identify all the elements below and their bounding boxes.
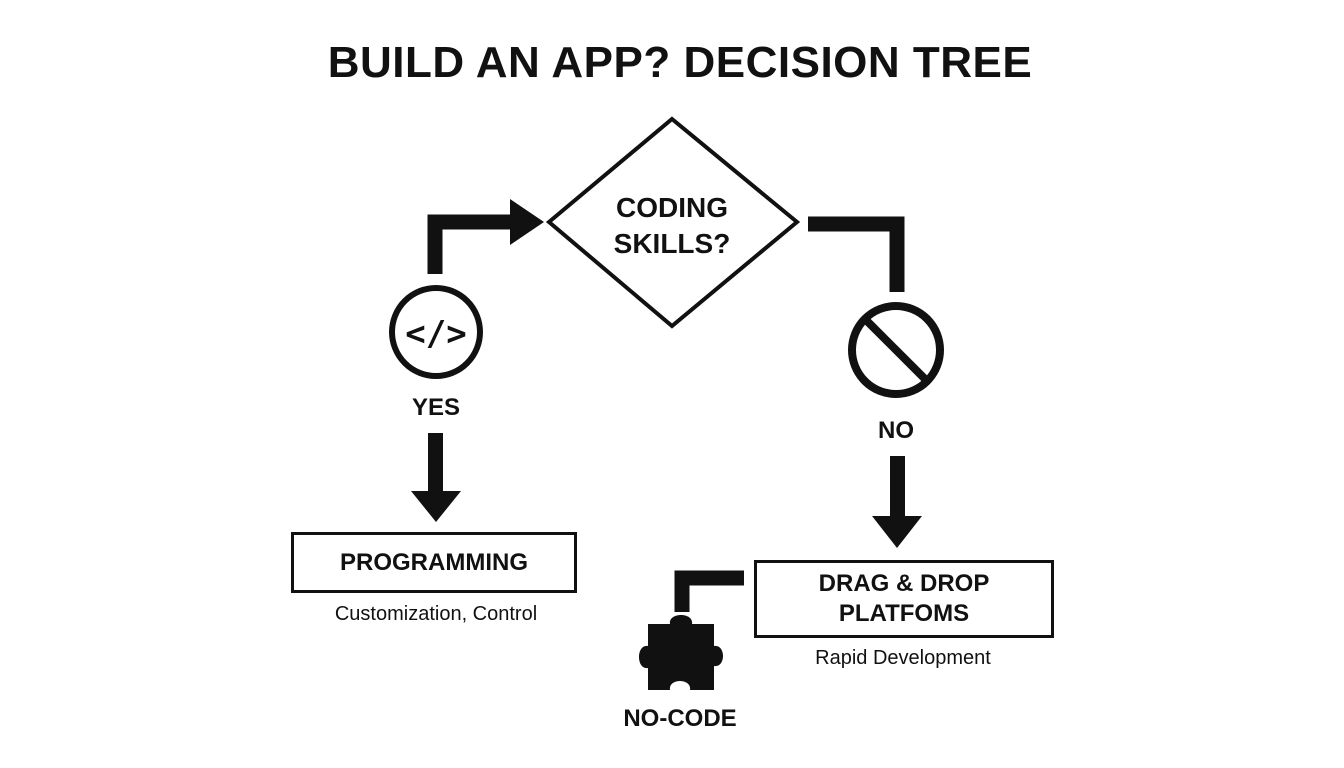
diagram-title: BUILD AN APP? DECISION TREE [327,38,1033,87]
code-brackets-icon: </> [389,285,483,379]
decision-label-line1: CODING [616,192,728,223]
svg-text:</>: </> [405,314,466,354]
no-code-connector [674,570,744,612]
yes-label: YES [411,394,461,421]
decision-label: CODING SKILLS? [572,190,772,262]
prohibited-icon [848,302,944,398]
puzzle-piece-icon [639,615,723,690]
no-label: NO [878,417,914,444]
no-connector [808,216,905,292]
no-code-label: NO-CODE [623,705,737,732]
programming-box-label: PROGRAMMING [340,548,528,576]
no-arrowhead-down [872,516,922,548]
drag-drop-box-line1: DRAG & DROP [818,570,990,597]
decision-label-line2: SKILLS? [613,228,731,259]
drag-drop-subtitle: Rapid Development [815,647,991,669]
programming-subtitle: Customization, Control [334,603,538,625]
yes-arrowhead-right [510,199,544,245]
yes-connector-up [427,214,512,274]
yes-arrow-shaft [428,433,443,493]
no-arrow-shaft [890,456,905,518]
yes-arrowhead-down [411,491,461,522]
programming-box: PROGRAMMING [291,532,577,593]
drag-drop-box: DRAG & DROP PLATFOMS [754,560,1054,638]
drag-drop-box-line2: PLATFOMS [838,600,970,627]
decision-diamond [545,116,801,329]
